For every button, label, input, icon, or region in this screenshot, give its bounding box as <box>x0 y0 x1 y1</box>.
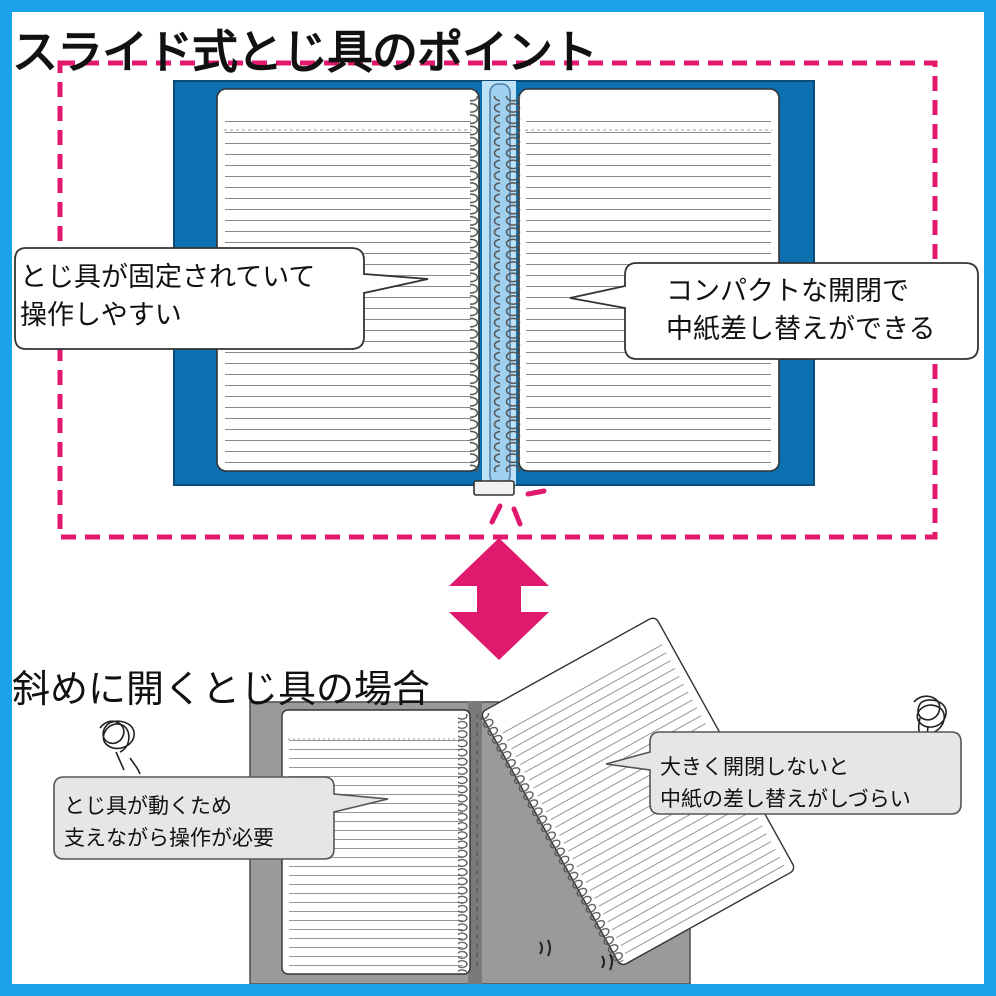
callout-text: 支えながら操作が必要 <box>64 826 274 850</box>
callout-fixed-binder: とじ具が固定されていて 操作しやすい <box>20 259 315 335</box>
spine-rings-right <box>500 96 530 472</box>
product-infographic: スライド式とじ具のポイント 斜めに開くとじ具の場合 とじ具が固定されていて 操作… <box>12 12 984 984</box>
page-title: スライド式とじ具のポイント <box>12 25 598 79</box>
callout-compact-opening: コンパクトな開閉で 中紙差し替えができる <box>666 273 935 349</box>
tilted-page-group <box>473 617 795 968</box>
callout-text: 中紙の差し替えがしづらい <box>660 787 911 811</box>
callout-text: コンパクトな開閉で <box>666 276 909 307</box>
spine-rings-left <box>470 96 500 472</box>
tilted-page-rings <box>473 711 628 968</box>
tangled-scribble-icon <box>911 695 947 749</box>
motion-mark <box>539 939 551 957</box>
binder-diagram <box>14 60 979 984</box>
gray-callout-shape <box>53 731 962 860</box>
section-title: 斜めに開くとじ具の場合 <box>12 667 431 711</box>
bottom-left-rings <box>458 714 478 972</box>
tangled-scribble-icon <box>99 720 141 775</box>
emphasis-mark <box>525 488 547 497</box>
callout-text: とじ具が動くため <box>64 794 232 818</box>
callout-hard-replacement: 大きく開閉しないと 中紙の差し替えがしづらい <box>660 751 911 815</box>
tilted-page-lines <box>499 639 786 957</box>
slider-tab <box>473 480 515 496</box>
callout-text: 中紙差し替えができる <box>666 314 936 345</box>
diagonal-binder-illustration <box>249 617 795 984</box>
callout-moving-binder: とじ具が動くため 支えながら操作が必要 <box>64 790 274 854</box>
callout-text: とじ具が固定されていて <box>20 262 316 293</box>
callout-text: 大きく開閉しないと <box>660 755 849 779</box>
double-arrow-icon <box>449 538 549 660</box>
callout-text: 操作しやすい <box>20 300 182 331</box>
emphasis-mark <box>489 503 503 525</box>
emphasis-mark <box>511 506 523 527</box>
callout-bubble-shape <box>14 247 979 360</box>
motion-mark <box>601 953 613 971</box>
